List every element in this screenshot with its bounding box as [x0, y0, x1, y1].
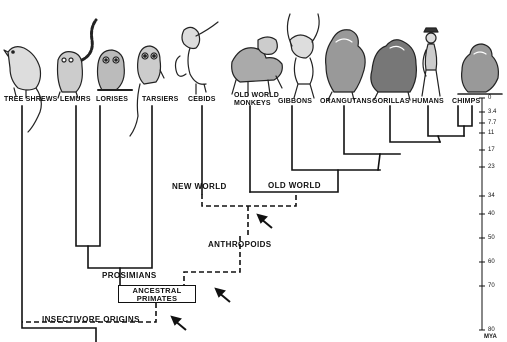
tarsier-illustration — [129, 45, 165, 137]
label-tree-shrews: TREE SHREWS — [4, 96, 58, 103]
label-tarsiers: TARSIERS — [142, 96, 179, 103]
cebid-illustration — [174, 21, 219, 95]
dashed-links — [22, 192, 297, 323]
tick-label: 50 — [488, 235, 495, 241]
label-prosimians: PROSIMIANS — [102, 271, 157, 280]
label-humans: HUMANS — [412, 98, 444, 105]
tick-label: 17 — [488, 147, 495, 153]
label-gorillas: GORILLAS — [372, 98, 410, 105]
label-cebids: CEBIDS — [188, 96, 216, 103]
tree-shrew-illustration — [3, 46, 42, 133]
label-old-world: OLD WORLD — [268, 181, 321, 190]
label-ancestral-primates-line1: ANCESTRAL — [132, 286, 182, 295]
lemur-illustration — [56, 18, 98, 99]
gorilla-illustration — [370, 39, 417, 101]
tick-label: 3.4 — [488, 109, 497, 115]
axis-unit-label: MYA — [484, 334, 497, 340]
orangutan-illustration — [325, 29, 366, 101]
label-chimps: CHIMPS — [452, 98, 481, 105]
label-lorises: LORISES — [96, 96, 129, 103]
old-world-monkey-illustration — [231, 36, 283, 97]
tick-label: 80 — [488, 327, 495, 333]
label-old-world-monkeys: OLD WORLD MONKEYS — [234, 92, 279, 108]
tick-label: 7.7 — [488, 120, 497, 126]
tick-label: 34 — [488, 193, 495, 199]
label-ancestral-primates: ANCESTRAL PRIMATES — [118, 285, 196, 303]
arrow-icon — [256, 213, 273, 229]
label-orangutans: ORANGUTANS — [320, 98, 372, 105]
phylogenetic-tree — [21, 105, 473, 342]
label-anthropoids: ANTHROPOIDS — [208, 240, 272, 249]
arrows — [170, 213, 273, 331]
label-gibbons: GIBBONS — [278, 98, 313, 105]
tick-label: 23 — [488, 164, 495, 170]
gibbon-illustration — [286, 13, 320, 99]
arrow-icon — [170, 315, 187, 331]
label-old-world-monkeys-line2: MONKEYS — [234, 100, 271, 107]
tick-label: 40 — [488, 211, 495, 217]
label-insectivore-origins: INSECTIVORE ORIGINS — [42, 315, 140, 324]
tick-label: 70 — [488, 283, 495, 289]
tick-label: 11 — [488, 130, 495, 136]
time-axis — [479, 97, 485, 331]
arrow-icon — [214, 287, 231, 303]
human-illustration — [421, 27, 441, 97]
label-new-world: NEW WORLD — [172, 182, 227, 191]
label-ancestral-primates-line2: PRIMATES — [136, 294, 178, 303]
loris-illustration — [96, 49, 133, 91]
chimp-illustration — [457, 43, 503, 95]
label-lemurs: LEMURS — [60, 96, 91, 103]
tick-label: 0 — [488, 95, 492, 101]
tick-label: 60 — [488, 259, 495, 265]
label-old-world-monkeys-line1: OLD WORLD — [234, 92, 279, 99]
